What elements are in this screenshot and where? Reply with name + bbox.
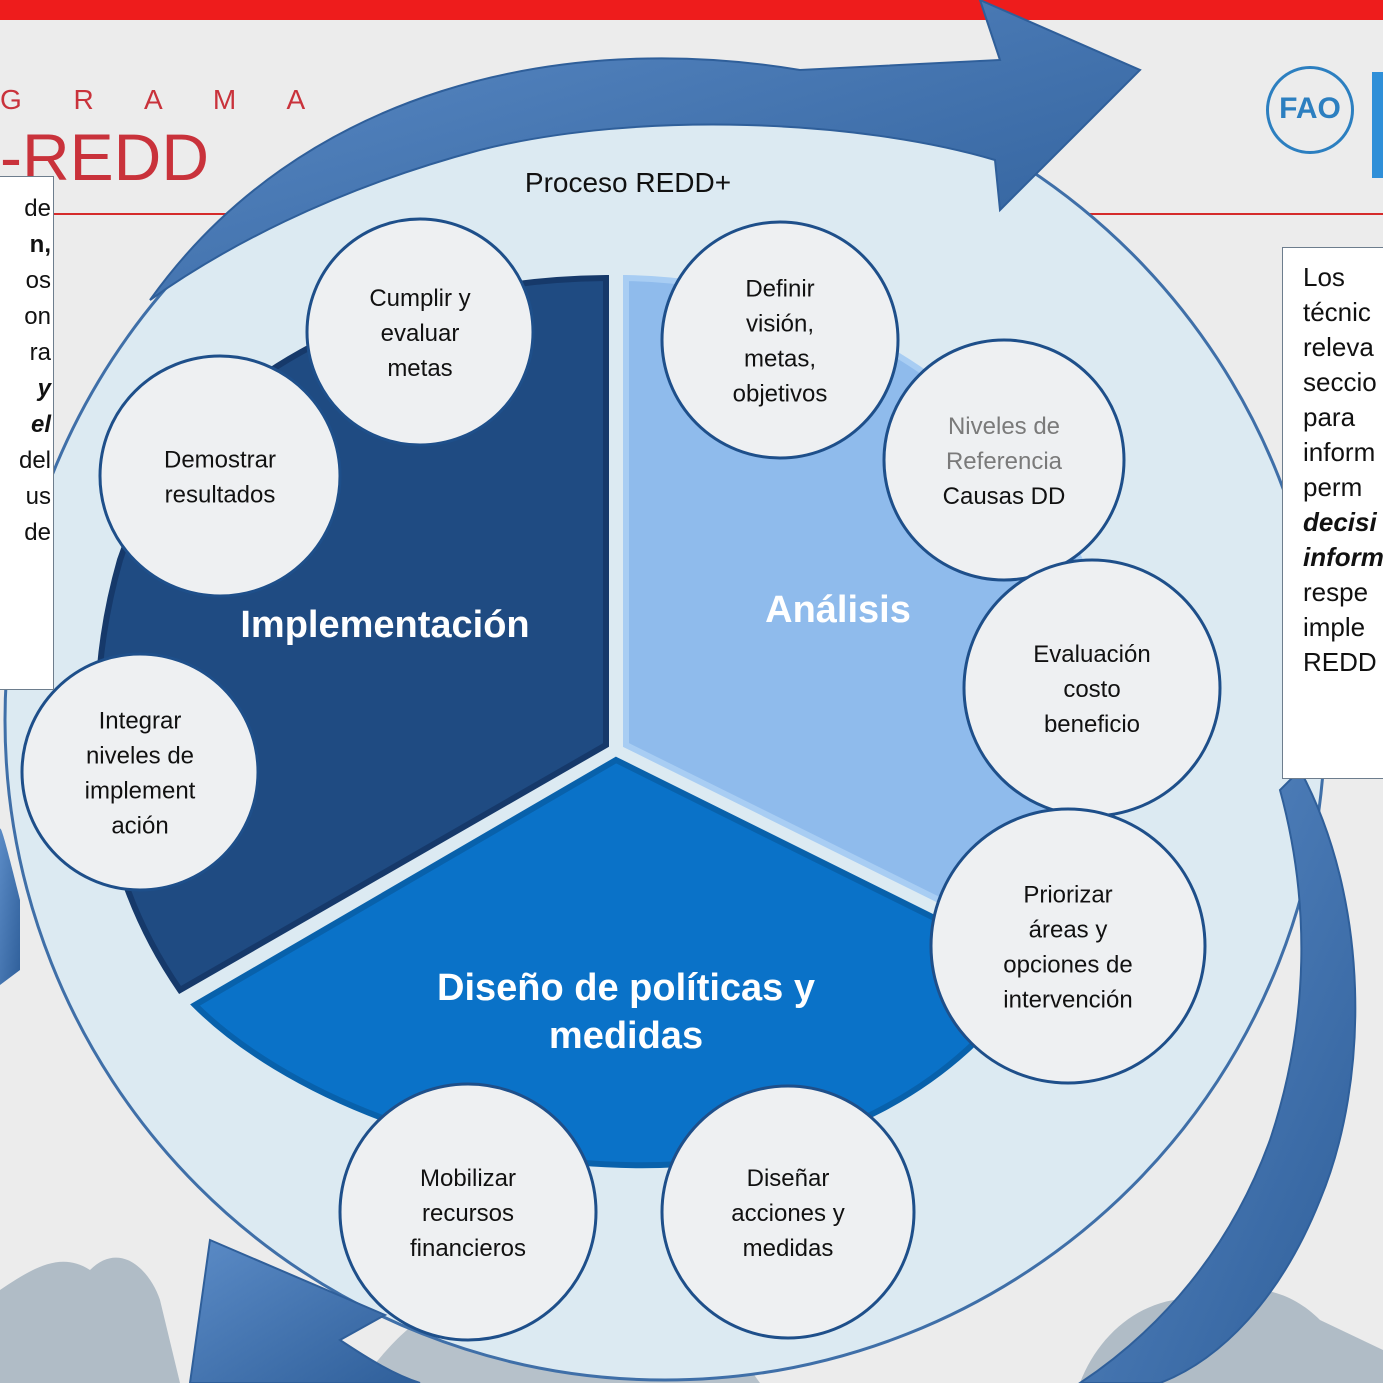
process-step-9: Demostrar resultados [98,354,342,598]
process-step-text: acciones y [731,1200,844,1227]
left-textbox: de n, os on ra y el del us de [0,176,54,690]
process-step-circle [882,338,1126,582]
process-step-5: Priorizar áreas y opciones de intervención [929,807,1207,1085]
right-cycle-arrow [1078,768,1357,1383]
left-textbox-line: del [18,447,51,474]
right-textbox-line: Los [1303,262,1345,292]
process-step-text: Integrar [99,708,182,735]
process-step-text: Evaluación [1033,641,1150,668]
process-step-6: Diseñar acciones y medidas [660,1084,916,1340]
right-textbox-line: inform [1303,437,1376,467]
process-step-circle [660,220,900,460]
process-step-text: resultados [165,482,276,509]
left-textbox-line: de [24,519,51,546]
right-textbox-line: perm [1303,472,1363,502]
process-step-text: opciones de [1003,952,1132,979]
process-step-4: Evaluación costo beneficio [962,558,1222,818]
sector-diseno [190,756,1040,1169]
process-step-circle [929,807,1207,1085]
right-textbox-line: técnic [1303,297,1371,327]
right-textbox-line: REDD [1303,647,1377,677]
fao-logo-icon: FAO [1266,66,1354,154]
foliage-left [0,1257,180,1383]
right-textbox-line: seccio [1303,367,1377,397]
process-step-text: Causas DD [943,483,1066,510]
process-step-circle [660,1084,916,1340]
sector-label-diseno-2: medidas [549,1015,703,1057]
process-step-text: recursos [422,1200,514,1227]
process-step-text: costo [1063,676,1120,703]
process-step-text: medidas [743,1235,834,1262]
top-cycle-arrow [149,0,1142,301]
left-cycle-arrow [0,828,20,985]
left-textbox-line: on [24,303,51,330]
right-textbox: Los técnic releva seccio para inform per… [1282,247,1383,779]
process-step-text: Mobilizar [420,1165,516,1192]
process-step-8: Integrar niveles de implement ación [20,652,260,892]
left-textbox-line: y [37,375,51,402]
process-step-text: Niveles de [948,413,1060,440]
left-textbox-line: n, [29,231,51,258]
partner-logo-icon [1372,72,1383,178]
process-step-text: ación [111,813,168,840]
process-step-text: Priorizar [1023,882,1112,909]
process-step-1: Cumplir y evaluar metas [305,217,535,447]
sector-label-diseno-1: Diseño de políticas y [437,967,815,1009]
process-step-text: Cumplir y [369,285,470,312]
process-step-text: Referencia [946,448,1063,475]
left-textbox-line: ra [29,339,51,366]
process-step-text: beneficio [1044,711,1140,738]
left-textbox-line: el [30,411,51,438]
right-textbox-line: para [1303,402,1356,432]
process-step-7: Mobilizar recursos financieros [338,1082,598,1342]
logo-subtitle: G R A M A [0,84,328,115]
process-step-text: financieros [410,1235,526,1262]
diagram-title: Proceso REDD+ [525,167,731,198]
bottom-cycle-arrow [188,1238,421,1383]
right-textbox-line: inform [1303,542,1383,572]
process-step-text: Definir [745,276,814,303]
process-step-text: Demostrar [164,447,276,474]
process-step-circle [98,354,342,598]
process-step-text: Diseñar [747,1165,830,1192]
right-textbox-line: releva [1303,332,1374,362]
process-step-text: áreas y [1029,917,1108,944]
process-step-text: niveles de [86,743,194,770]
process-step-text: metas, [744,346,816,373]
process-step-text: objetivos [733,381,828,408]
process-step-circle [20,652,260,892]
left-textbox-line: os [25,267,51,294]
process-step-text: intervención [1003,987,1132,1014]
process-step-text: metas [387,355,452,382]
sector-label-analisis: Análisis [765,589,911,631]
process-step-circle [338,1082,598,1342]
process-step-2: Definir visión, metas, objetivos [660,220,900,460]
right-textbox-line: decisi [1303,507,1377,537]
process-step-text: visión, [746,311,814,338]
top-red-bar [0,0,1383,20]
process-step-text: evaluar [381,320,460,347]
right-textbox-line: imple [1303,612,1366,642]
sector-label-implementacion: Implementación [240,604,529,646]
left-textbox-line: us [25,483,51,510]
right-textbox-line: respe [1303,577,1369,607]
process-step-circle [305,217,535,447]
process-step-text: implement [85,778,196,805]
left-textbox-line: de [24,195,51,222]
